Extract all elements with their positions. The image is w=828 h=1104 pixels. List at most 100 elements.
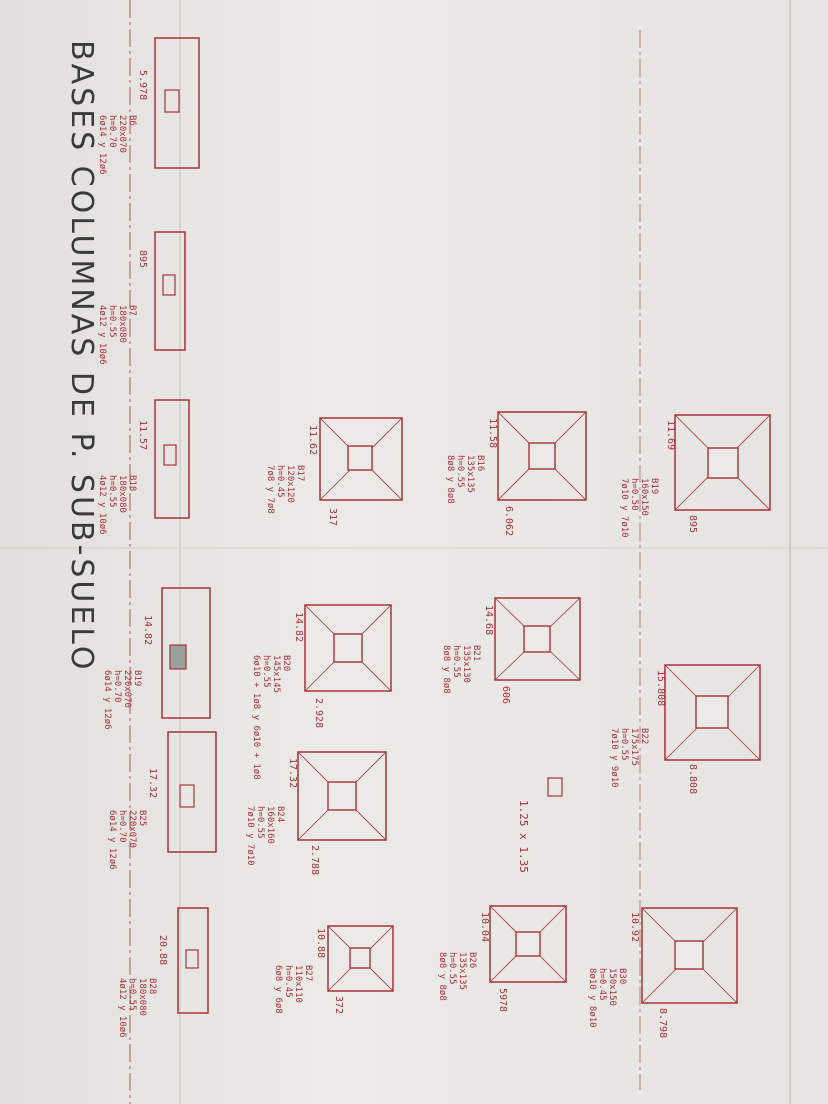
footing-rebar: 8ø8 y 8ø8 <box>441 645 451 694</box>
footing-size: 160x150 <box>639 478 649 516</box>
elevation-level: 17.32 <box>147 768 158 798</box>
footing-level: 10.04 <box>479 912 490 942</box>
elevation-level: 5.978 <box>137 70 148 100</box>
elevation-label: B19 <box>132 670 142 686</box>
elevation-depth: h=0.55 <box>107 305 117 338</box>
elevation-rebar: 4ø12 y 10ø6 <box>97 475 107 535</box>
footing-depth: h=0.55 <box>451 645 461 678</box>
footing-label: B21 <box>471 645 481 661</box>
elevation-size: 220x070 <box>127 810 137 848</box>
elevation-b6: 5.978 B6 220x070 h=0.70 6ø14 y 12ø6 <box>97 37 200 175</box>
column-stub <box>164 89 180 113</box>
elevation-b7: 895 B7 180x080 h=0.55 4ø12 y 10ø6 <box>97 231 186 365</box>
footing-rebar: 7ø10 y 7ø10 <box>619 478 629 538</box>
footing-size: 135x130 <box>461 645 471 683</box>
footing-rebar: 7ø10 y 9ø10 <box>609 728 619 788</box>
footing-level: 15.808 <box>655 670 666 706</box>
elevation-size: 220x070 <box>117 115 127 153</box>
footing-depth: h=0.55 <box>447 952 457 985</box>
footing-size: 160x160 <box>265 806 275 844</box>
footing-dim: 5978 <box>497 988 508 1012</box>
side-note: 1.25 x 1.35 <box>517 800 530 873</box>
footing-label: B27 <box>303 965 313 981</box>
footing-size: 110x110 <box>293 965 303 1003</box>
footing-depth: h=0.45 <box>275 465 285 498</box>
footing-label: B17 <box>295 465 305 481</box>
elevation-b25: 17.32 B25 220x070 h=0.70 6ø14 y 12ø6 <box>107 731 217 870</box>
column-stub <box>185 949 199 969</box>
footing-depth: h=0.45 <box>283 965 293 998</box>
footing-dim: 895 <box>687 515 698 533</box>
footing-b16: 11.58 6.062 B16 135x135 h=0.55 8ø8 y 8ø8 <box>445 411 587 536</box>
footing-depth: h=0.55 <box>261 655 271 688</box>
column-section <box>515 931 541 957</box>
footing-outline <box>641 907 738 1004</box>
footing-rebar: 6ø10 + 1ø8 y 6ø10 + 1ø8 <box>251 655 261 780</box>
footing-b21: 14.68 606 B21 135x130 h=0.55 8ø8 y 8ø8 <box>441 597 581 704</box>
footing-elevation <box>154 231 186 351</box>
elevation-label: B7 <box>127 305 137 316</box>
footing-b26: 10.04 5978 B26 135x135 h=0.55 8ø8 y 8ø8 <box>437 905 567 1012</box>
footing-outline <box>494 597 581 681</box>
footing-label: B24 <box>275 806 285 822</box>
footing-outline <box>674 414 771 511</box>
footing-b20: 14.82 2.928 B20 145x145 h=0.55 6ø10 + 1ø… <box>251 604 392 780</box>
footing-dim: 8.798 <box>657 1008 668 1038</box>
elevation-label: B25 <box>137 810 147 826</box>
footing-outline <box>489 905 567 983</box>
footing-depth: h=0.55 <box>455 455 465 488</box>
footing-elevation <box>167 731 217 853</box>
footing-dim: 372 <box>333 996 344 1014</box>
footing-b17: 11.62 317 B17 120x120 h=0.45 7ø8 y 7ø8 <box>265 417 403 526</box>
footing-level: 11.62 <box>307 425 318 455</box>
footing-level: 10.88 <box>315 928 326 958</box>
column-stub <box>162 274 176 296</box>
footing-b30: 10.92 8.798 B30 150x150 h=0.45 8ø10 y 8ø… <box>587 907 738 1038</box>
footing-b27: 10.88 372 B27 110x110 h=0.45 6ø8 y 6ø8 <box>273 925 394 1014</box>
footing-size: 135x135 <box>457 952 467 990</box>
footing-label: B19 <box>649 478 659 494</box>
footing-level: 14.68 <box>483 605 494 635</box>
footing-outline <box>497 411 587 501</box>
footing-label: B16 <box>475 455 485 471</box>
elevation-level: 11.57 <box>137 420 148 450</box>
elevation-size: 180x080 <box>117 475 127 513</box>
column-section <box>327 781 357 811</box>
column-section <box>707 447 739 479</box>
footing-level: 17.32 <box>287 758 298 788</box>
footing-depth: h=0.45 <box>597 968 607 1001</box>
footing-size: 135x135 <box>465 455 475 493</box>
footing-level: 10.92 <box>629 912 640 942</box>
elevation-size: 180x080 <box>117 305 127 343</box>
elevation-rebar: 4ø12 y 10ø6 <box>97 305 107 365</box>
elevation-depth: h=0.70 <box>107 115 117 148</box>
elevation-depth: h=0.55 <box>107 475 117 508</box>
footing-label: B30 <box>617 968 627 984</box>
elevation-rebar: 6ø14 y 12ø6 <box>97 115 107 175</box>
footing-b22: 15.808 8.808 B22 175x175 h=0.55 7ø10 y 9… <box>609 664 761 794</box>
footing-outline <box>664 664 761 761</box>
footing-b24: 17.32 2.788 B24 160x160 h=0.55 7ø10 y 7ø… <box>245 751 387 875</box>
elevation-depth: h=0.70 <box>112 670 122 703</box>
footing-rebar: 8ø8 y 8ø8 <box>445 455 455 504</box>
footing-rebar: 7ø8 y 7ø8 <box>265 465 275 514</box>
column-section <box>695 695 729 729</box>
column-stub <box>179 784 195 808</box>
elevation-b28: 20.88 B28 180x080 h=0.55 4ø12 y 10ø6 <box>117 907 209 1038</box>
elevation-b18: 11.57 B18 180x080 h=0.55 4ø12 y 10ø6 <box>97 399 190 535</box>
elevation-size: 180x080 <box>137 978 147 1016</box>
footing-size: 175x175 <box>629 728 639 766</box>
column-section <box>674 940 704 970</box>
column-stub <box>169 644 187 670</box>
footing-rebar: 8ø8 y 8ø8 <box>437 952 447 1001</box>
column-stub <box>163 444 177 466</box>
elevation-label: B28 <box>147 978 157 994</box>
footing-level: 11.58 <box>487 418 498 448</box>
elevation-rebar: 4ø12 y 10ø6 <box>117 978 127 1038</box>
footing-dim: 6.062 <box>503 506 514 536</box>
footing-dim: 317 <box>327 508 338 526</box>
footing-outline <box>304 604 392 692</box>
footing-depth: h=0.50 <box>629 478 639 511</box>
